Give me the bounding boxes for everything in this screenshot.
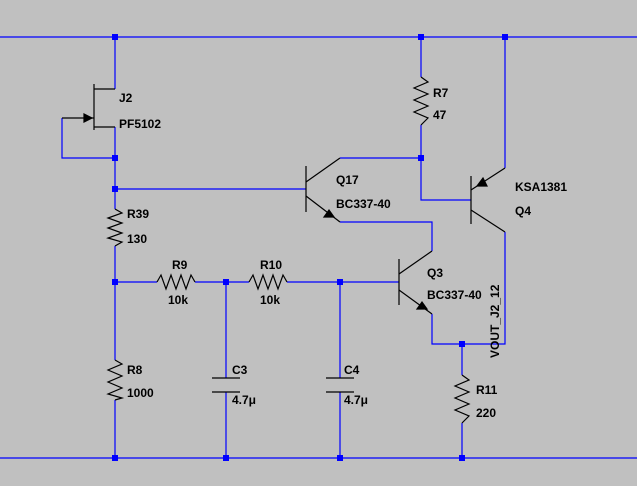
jfet-j2 — [62, 84, 115, 130]
r9-value: 10k — [168, 293, 188, 307]
q17-value: BC337-40 — [336, 197, 391, 211]
resistor-r7 — [412, 76, 430, 126]
junctions — [112, 34, 508, 461]
capacitor-c3 — [212, 377, 240, 393]
q4-ref: Q4 — [515, 204, 531, 218]
r7-value: 47 — [433, 108, 447, 122]
resistor-r39 — [106, 208, 124, 247]
r8-ref: R8 — [127, 363, 143, 377]
resistor-r10 — [248, 273, 288, 291]
transistor-q4 — [470, 167, 506, 233]
transistor-q17 — [305, 157, 341, 223]
q17-ref: Q17 — [336, 173, 359, 187]
r7-ref: R7 — [433, 86, 449, 100]
c4-ref: C4 — [344, 363, 360, 377]
c3-ref: C3 — [232, 363, 248, 377]
j2-ref: J2 — [119, 91, 133, 105]
labels: J2 PF5102 R7 47 Q17 BC337-40 KSA1381 Q4 … — [119, 86, 567, 420]
q4-value: KSA1381 — [515, 180, 567, 194]
r10-value: 10k — [260, 293, 280, 307]
r11-value: 220 — [476, 406, 496, 420]
q3-value: BC337-40 — [427, 288, 482, 302]
c4-value: 4.7μ — [344, 393, 368, 407]
resistor-r11 — [453, 374, 471, 424]
r8-value: 1000 — [127, 386, 154, 400]
transistor-q3 — [398, 250, 433, 315]
capacitor-c4 — [326, 377, 354, 393]
r39-ref: R39 — [127, 207, 149, 221]
j2-value: PF5102 — [119, 117, 161, 131]
q3-ref: Q3 — [427, 266, 443, 280]
c3-value: 4.7μ — [232, 393, 256, 407]
resistor-r8 — [106, 359, 125, 401]
r11-ref: R11 — [476, 383, 498, 397]
r39-value: 130 — [127, 232, 147, 246]
r9-ref: R9 — [172, 258, 188, 272]
r10-ref: R10 — [260, 258, 282, 272]
resistor-r9 — [156, 273, 196, 291]
wires — [0, 36, 637, 459]
net-label-vout: VOUT_J2_12 — [488, 284, 502, 358]
